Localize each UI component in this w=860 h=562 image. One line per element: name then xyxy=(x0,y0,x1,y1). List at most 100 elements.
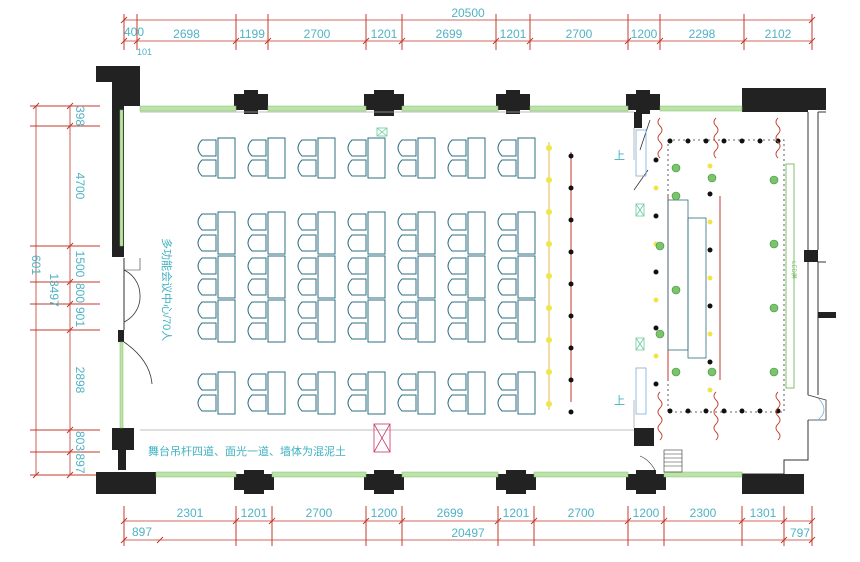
chair xyxy=(247,234,267,252)
chair xyxy=(397,373,417,391)
chair xyxy=(397,257,417,275)
chair xyxy=(497,394,517,412)
chair xyxy=(447,234,467,252)
chair xyxy=(447,394,467,412)
chair xyxy=(197,301,217,319)
chair xyxy=(247,301,267,319)
chair xyxy=(397,234,417,252)
chair xyxy=(397,301,417,319)
spot-light xyxy=(568,281,574,287)
left-overall-dim: 13497 xyxy=(47,273,61,307)
desk xyxy=(217,371,236,415)
stage-steps: 上 上 xyxy=(614,119,683,473)
chair xyxy=(497,139,517,157)
desk xyxy=(267,371,286,415)
left-seg-dim: 803 xyxy=(73,431,87,451)
entrance-door[interactable] xyxy=(123,258,153,385)
bottom-seg-dim: 1201 xyxy=(241,506,268,520)
left-seg-dim: 2898 xyxy=(73,367,87,394)
stage-light xyxy=(546,177,552,183)
side-light xyxy=(707,163,713,169)
desk xyxy=(417,371,436,415)
chair xyxy=(247,213,267,231)
chair xyxy=(197,278,217,296)
desk xyxy=(517,299,536,343)
curtain xyxy=(713,391,719,441)
desk xyxy=(267,255,286,299)
chair xyxy=(297,139,317,157)
chair xyxy=(297,278,317,296)
side-door[interactable] xyxy=(807,394,827,421)
chair xyxy=(347,373,367,391)
curtain xyxy=(775,117,781,159)
spot-light xyxy=(568,217,574,223)
desk xyxy=(417,255,436,299)
chair xyxy=(247,373,267,391)
spot-light xyxy=(568,185,574,191)
bottom-seg-dim: 2700 xyxy=(568,506,595,520)
desk xyxy=(517,211,536,255)
stage-plants xyxy=(655,163,779,377)
chair xyxy=(347,278,367,296)
room-name-label: 多功能会议中心/70人 xyxy=(160,238,174,341)
stage-light xyxy=(546,145,552,151)
spot-light xyxy=(568,313,574,319)
chair xyxy=(447,373,467,391)
stage-note: 舞台吊杆四道、面光一道、墙体为混泥土 xyxy=(148,444,346,458)
left-seg-dim: 800 xyxy=(73,283,87,303)
desk xyxy=(367,211,386,255)
chair xyxy=(197,159,217,177)
chair xyxy=(297,159,317,177)
side-light xyxy=(653,185,659,191)
curtain xyxy=(657,117,663,159)
desk xyxy=(417,211,436,255)
desk xyxy=(367,137,386,179)
desk xyxy=(217,211,236,255)
chair xyxy=(497,257,517,275)
chair xyxy=(247,394,267,412)
chair xyxy=(397,139,417,157)
side-light xyxy=(707,359,713,365)
top-overall-dim: 20500 xyxy=(451,6,485,20)
stage-light xyxy=(546,305,552,311)
chair xyxy=(497,278,517,296)
plant xyxy=(769,303,779,313)
chair xyxy=(247,322,267,340)
desk xyxy=(317,255,336,299)
chair xyxy=(497,213,517,231)
chair xyxy=(347,213,367,231)
chair xyxy=(347,322,367,340)
desk xyxy=(417,299,436,343)
plant xyxy=(655,241,665,251)
chair xyxy=(247,159,267,177)
truss-light xyxy=(739,138,745,144)
stage-light xyxy=(546,401,552,407)
chair xyxy=(247,257,267,275)
desk xyxy=(217,299,236,343)
side-light xyxy=(707,303,713,309)
chair xyxy=(297,394,317,412)
up-label-bottom: 上 xyxy=(614,394,625,407)
desk xyxy=(517,137,536,179)
bottom-seg-dim: 1301 xyxy=(750,506,777,520)
building-walls xyxy=(96,66,836,494)
truss-light xyxy=(721,408,727,414)
audience-seating xyxy=(197,137,536,415)
chair xyxy=(497,301,517,319)
desk xyxy=(317,211,336,255)
desk xyxy=(517,255,536,299)
side-light xyxy=(707,247,713,253)
stage-light xyxy=(546,337,552,343)
chair xyxy=(297,301,317,319)
desk xyxy=(517,371,536,415)
chair xyxy=(197,213,217,231)
desk xyxy=(417,137,436,179)
chair xyxy=(347,139,367,157)
chair xyxy=(447,159,467,177)
truss-light xyxy=(703,138,709,144)
bottom-seg-dim: 2301 xyxy=(177,506,204,520)
side-light xyxy=(653,269,659,275)
